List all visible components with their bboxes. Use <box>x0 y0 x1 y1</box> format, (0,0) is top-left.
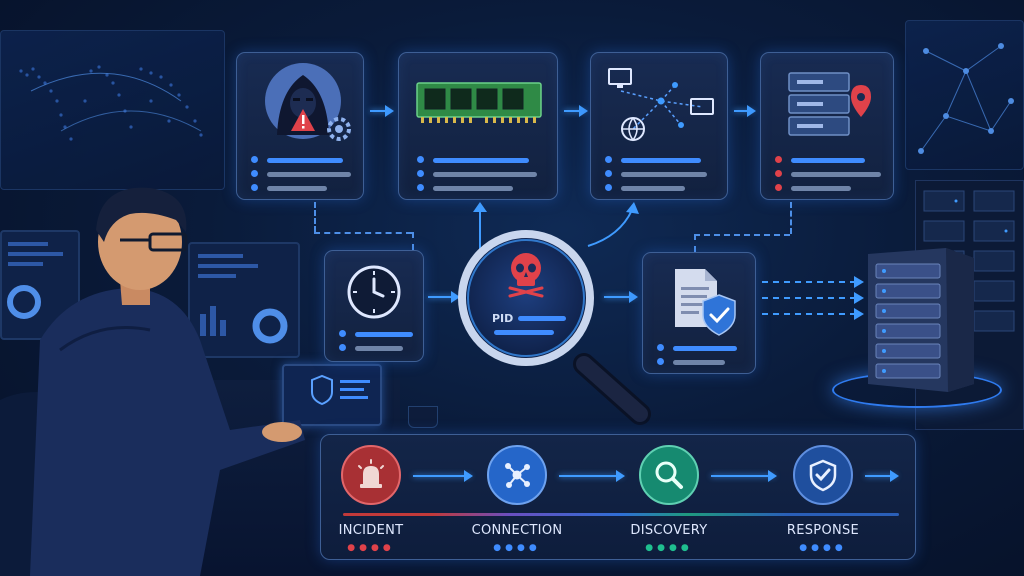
arrow-discovery-to-response <box>711 470 777 482</box>
laptop <box>282 364 382 426</box>
card-attacker <box>236 52 364 200</box>
server-tower-icon <box>862 244 980 394</box>
center-monitor <box>188 242 300 358</box>
clock-icon <box>345 263 403 321</box>
card-report-row-1 <box>657 344 747 351</box>
alarm-siren-icon <box>358 459 384 488</box>
step-connection <box>487 445 547 505</box>
card-attacker-row-3 <box>251 184 351 191</box>
arrow-memory-to-network <box>564 105 588 117</box>
arrow-time-to-magnifier <box>428 291 460 303</box>
pid-label: PID <box>492 312 514 325</box>
arrows-magnifier-to-top <box>473 202 639 252</box>
step-incident-label: INCIDENT <box>338 523 404 538</box>
search-icon <box>655 461 683 489</box>
card-servers-row-1 <box>775 156 885 163</box>
step-incident <box>341 445 401 505</box>
card-memory-row-2 <box>417 170 547 177</box>
card-timestamp-row-2 <box>339 344 419 351</box>
card-network-row-1 <box>605 156 715 163</box>
card-timestamp <box>324 250 424 362</box>
world-map-screen <box>0 30 225 190</box>
card-servers-row-3 <box>775 184 885 191</box>
network-graph-screen <box>905 20 1024 170</box>
connector-attacker-down <box>314 202 316 232</box>
timeline-panel: INCIDENT ●●●● CONNECTION ●●●● DISCOVERY … <box>320 434 916 560</box>
network-nodes-icon <box>603 63 719 147</box>
step-discovery <box>639 445 699 505</box>
card-report <box>642 252 756 374</box>
connector-servers-across <box>694 234 790 236</box>
arrow-magnifier-to-report <box>604 291 638 303</box>
step-incident-dots: ●●●● <box>347 543 395 553</box>
shield-document-icon <box>671 265 741 337</box>
hooded-hacker-icon <box>263 61 351 141</box>
card-network-row-3 <box>605 184 715 191</box>
card-report-row-2 <box>657 358 747 365</box>
connector-attacker-across <box>314 232 412 234</box>
magnifier: PID <box>454 226 664 426</box>
step-connection-label: CONNECTION <box>471 523 563 538</box>
step-response-label: RESPONSE <box>786 523 860 538</box>
step-response-dots: ●●●● <box>799 543 847 553</box>
connector-attacker-to-time <box>412 232 414 250</box>
arrow-network-to-servers <box>734 105 756 117</box>
skull-icon <box>506 250 546 298</box>
step-discovery-label: DISCOVERY <box>630 523 708 538</box>
card-network <box>590 52 728 200</box>
server-location-icon <box>785 69 885 145</box>
coffee-cup <box>408 406 438 428</box>
connector-servers-down <box>790 202 792 234</box>
card-memory-row-1 <box>417 156 547 163</box>
ram-chip-icon <box>415 79 543 129</box>
step-response <box>793 445 853 505</box>
timeline-track <box>343 513 899 516</box>
card-timestamp-row-1 <box>339 330 419 337</box>
card-attacker-row-1 <box>251 156 351 163</box>
pid-bar-primary <box>518 316 566 321</box>
analyst-person <box>0 170 320 576</box>
card-memory <box>398 52 558 200</box>
arrow-attacker-to-memory <box>370 105 394 117</box>
card-servers <box>760 52 894 200</box>
connector-servers-to-report <box>694 234 696 252</box>
card-servers-row-2 <box>775 170 885 177</box>
card-attacker-row-2 <box>251 170 351 177</box>
arrow-incident-to-connection <box>413 470 473 482</box>
data-stream-to-server <box>762 276 864 320</box>
shield-check-icon <box>809 459 837 492</box>
card-network-row-2 <box>605 170 715 177</box>
arrow-connection-to-discovery <box>559 470 625 482</box>
network-nodes-icon <box>505 463 530 488</box>
pid-bar-secondary <box>494 330 554 335</box>
arrow-response-next <box>865 470 899 482</box>
step-discovery-dots: ●●●● <box>645 543 693 553</box>
card-memory-row-3 <box>417 184 547 191</box>
step-connection-dots: ●●●● <box>493 543 541 553</box>
